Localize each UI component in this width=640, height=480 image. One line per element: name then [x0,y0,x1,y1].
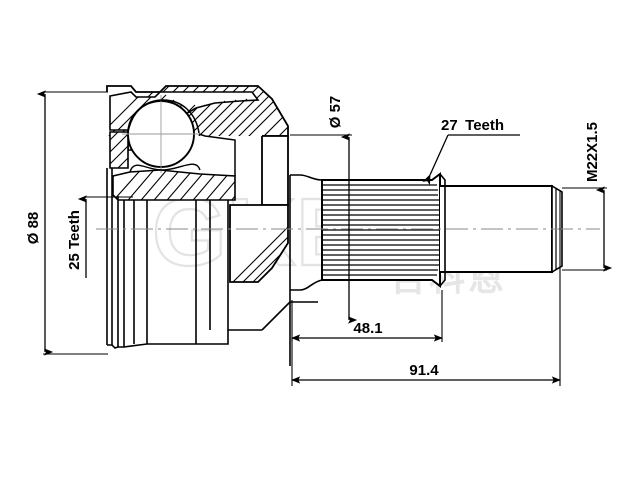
ball-bearing [122,95,200,173]
cage-upper-arc [127,99,200,134]
dimension-spline-teeth: 27 Teeth [422,117,520,186]
dim-91-label: 91.4 [409,362,439,379]
dimension-overall-length: 91.4 [291,190,561,386]
shaft-shoulder [439,173,446,287]
dimension-inner-teeth: 25 Teeth [66,195,133,278]
threaded-shaft [439,173,563,287]
cage-lower-arc [129,163,201,173]
housing-stem [106,168,318,366]
spline-neck-top [290,174,323,181]
dimension-spline-diameter: Ø 57 [290,96,358,324]
dim-57-label: Ø 57 [327,96,344,129]
dimension-thread-spec: M22X1.5 [562,122,613,272]
dim-88-label: Ø 88 [25,212,42,245]
dim-27teeth-word: Teeth [465,117,504,134]
dim-27teeth-leader [422,134,449,186]
cage-right-edge [198,133,236,176]
cage-left-block [109,131,129,169]
bell-mid-outline [261,135,289,206]
dim-27teeth-count: 27 [441,117,458,134]
dimension-outer-diameter: Ø 88 [25,90,108,356]
inner-race-lower-outline [112,169,236,201]
spline-neck-bottom [290,279,323,291]
bell-lower-outline [229,204,289,283]
dim-27teeth-label-group: 27 Teeth [441,117,504,134]
dim-48-label: 48.1 [353,320,382,337]
dimension-spline-length: 48.1 [291,290,443,342]
joint-geometry [96,85,600,366]
dim-25teeth-label: 25 Teeth [66,210,83,270]
dim-thread-label: M22X1.5 [584,122,601,182]
